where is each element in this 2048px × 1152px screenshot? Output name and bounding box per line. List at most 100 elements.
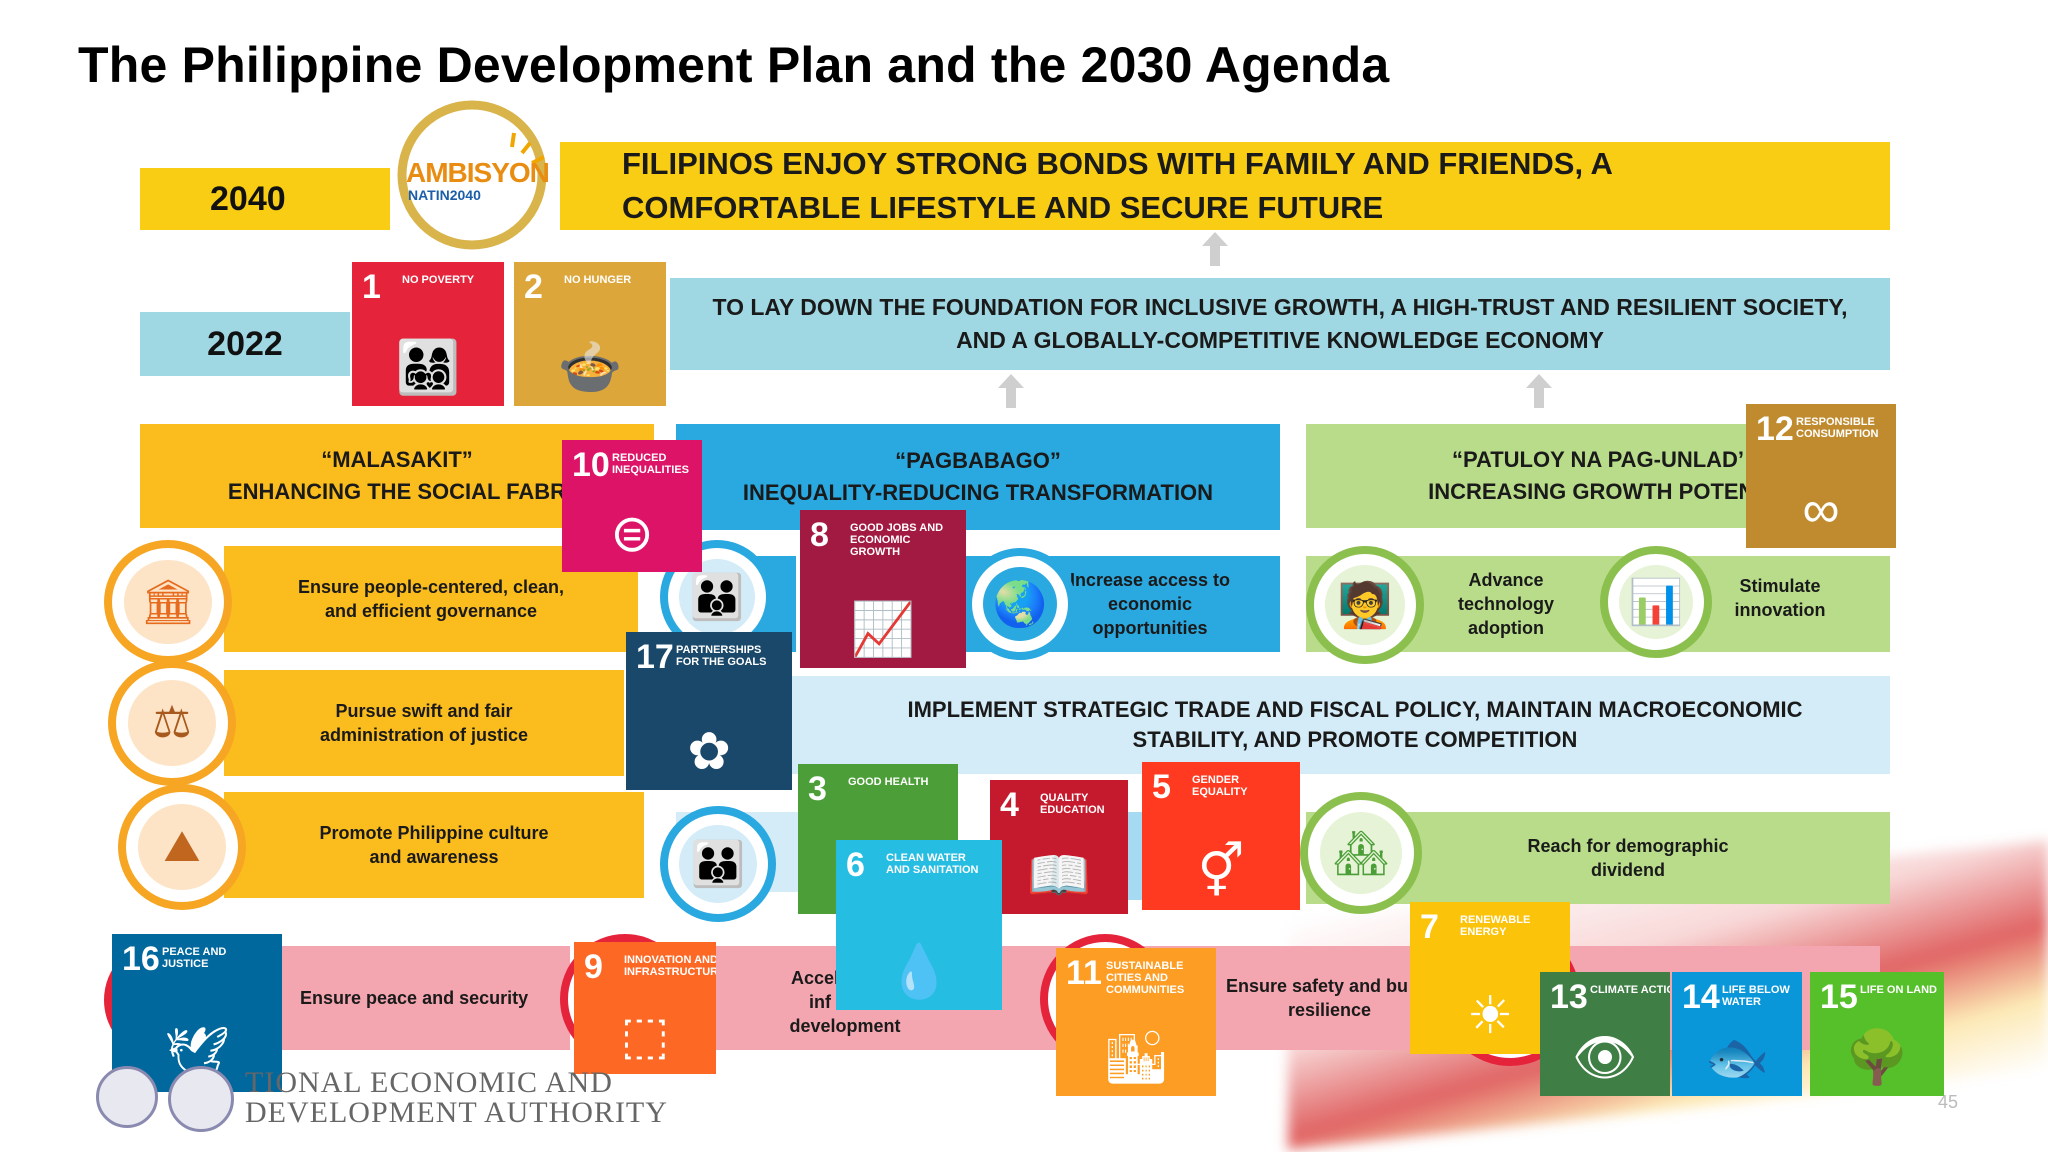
strategy-technology-text: Advance technology adoption: [1457, 570, 1554, 638]
sdg-tile: 14 LIFE BELOW WATER 🐟: [1672, 972, 1802, 1096]
pillar-pagbabago-subtitle: INEQUALITY-REDUCING TRANSFORMATION: [742, 480, 1214, 505]
sdg-name: SUSTAINABLE CITIES AND COMMUNITIES: [1106, 960, 1185, 996]
sdg-tile: 4 QUALITY EDUCATION 📖: [990, 780, 1128, 914]
sdg-name: RENEWABLE ENERGY: [1460, 914, 1531, 938]
sdg-tile: 12 RESPONSIBLE CONSUMPTION ∞: [1746, 404, 1896, 548]
presentation-icon: 📊: [1618, 564, 1694, 640]
sdg-number: 16: [122, 940, 160, 978]
up-arrow-icon: [1202, 232, 1228, 271]
equals-circle-icon: ⊜: [610, 505, 654, 563]
strategy-trade-text: IMPLEMENT STRATEGIC TRADE AND FISCAL POL…: [907, 697, 1803, 752]
sdg-number: 9: [584, 948, 603, 986]
water-glass-icon: 💧: [886, 943, 952, 1001]
sdg-name: REDUCED INEQUALITIES: [612, 452, 690, 476]
sdg-tile: 15 LIFE ON LAND 🌳: [1810, 972, 1944, 1096]
sdg-tile: 6 CLEAN WATER AND SANITATION 💧: [836, 840, 1002, 1010]
neda-name-line1: TIONAL ECONOMIC AND: [245, 1066, 613, 1099]
strategy-peace-text: Ensure peace and security: [300, 988, 529, 1008]
vision-2040-banner: FILIPINOS ENJOY STRONG BONDS WITH FAMILY…: [560, 142, 1890, 230]
strategy-culture-text: Promote Philippine culture and awareness: [319, 823, 549, 867]
ambisyon-logo-subtext: NATIN2040: [408, 187, 481, 203]
neda-seal-icon: [168, 1066, 234, 1132]
sdg-number: 17: [636, 638, 674, 676]
strategy-infra-line2: inf: [809, 992, 831, 1012]
pillar-malasakit-title: “MALASAKIT”: [321, 447, 473, 472]
growth-chart-icon: 📈: [850, 601, 916, 659]
neda-name-line2: DEVELOPMENT AUTHORITY: [245, 1096, 668, 1129]
family-group-icon: 👪: [679, 825, 757, 903]
sdg-number: 5: [1152, 768, 1171, 806]
slide-title: The Philippine Development Plan and the …: [78, 37, 1390, 93]
culture-people-icon: ⛰: [138, 804, 226, 890]
sdg-name: LIFE ON LAND: [1860, 984, 1937, 996]
sdg-number: 11: [1066, 954, 1102, 992]
sun-icon: ☀: [1466, 987, 1514, 1045]
strategy-culture: Promote Philippine culture and awareness: [224, 792, 644, 898]
tree-icon: 🌳: [1844, 1029, 1910, 1087]
sdg-name: QUALITY EDUCATION: [1040, 792, 1105, 816]
sdg-tile: 2 NO HUNGER 🍲: [514, 262, 666, 406]
year-2040-bar: 2040: [140, 168, 390, 230]
justice-circle: ⚖: [108, 660, 236, 786]
sdg-name: NO POVERTY: [402, 274, 475, 286]
sdg-number: 4: [1000, 786, 1019, 824]
sdg-name: PARTNERSHIPS FOR THE GOALS: [676, 644, 767, 668]
sdg-number: 12: [1756, 410, 1794, 448]
sdg-name: LIFE BELOW WATER: [1722, 984, 1790, 1008]
goal-2022-banner: TO LAY DOWN THE FOUNDATION FOR INCLUSIVE…: [670, 278, 1890, 370]
sdg-name: NO HUNGER: [564, 274, 632, 286]
culture-circle: ⛰: [118, 784, 246, 910]
book-icon: 📖: [1026, 847, 1092, 905]
eye-globe-icon: 👁: [1571, 1029, 1638, 1087]
neda-name: TIONAL ECONOMIC AND DEVELOPMENT AUTHORIT…: [245, 1068, 668, 1128]
flower-rings-icon: ✿: [687, 723, 731, 781]
innovation-circle: 📊: [1600, 546, 1712, 658]
year-2040-label: 2040: [210, 179, 286, 218]
government-building-icon: 🏛: [124, 559, 212, 645]
sdg-number: 1: [362, 268, 381, 306]
sdg-name: INNOVATION AND INFRASTRUCTURE: [624, 954, 716, 978]
sdg-number: 14: [1682, 978, 1720, 1016]
pillar-malasakit-subtitle: ENHANCING THE SOCIAL FABR: [227, 479, 567, 504]
strategy-economic-access-text: Increase access to economic opportunitie…: [1069, 570, 1231, 638]
globe-circle: 🌏: [964, 548, 1076, 660]
sdg-tile: 10 REDUCED INEQUALITIES ⊜: [562, 440, 702, 572]
gender-icon: ⚥: [1197, 843, 1245, 901]
bowl-icon: 🍲: [557, 339, 623, 397]
page-number: 45: [1937, 1092, 1958, 1112]
year-2022-label: 2022: [207, 324, 283, 363]
sdg-name: PEACE AND JUSTICE: [162, 946, 227, 970]
sdg-number: 8: [810, 516, 829, 554]
governance-circle: 🏛: [104, 540, 232, 664]
sdg-number: 3: [808, 770, 827, 808]
philippine-seal-icon: [96, 1066, 158, 1128]
vision-2040-text: FILIPINOS ENJOY STRONG BONDS WITH FAMILY…: [622, 146, 1612, 225]
ambisyon-ring-icon: [397, 100, 547, 250]
globe-icon: 🌏: [982, 566, 1058, 642]
ambisyon-logo: AMBISYON NATIN2040: [372, 95, 568, 251]
sdg-number: 6: [846, 846, 865, 884]
sdg-name: RESPONSIBLE CONSUMPTION: [1796, 416, 1879, 440]
sdg-name: CLEAN WATER AND SANITATION: [886, 852, 979, 876]
fish-icon: 🐟: [1704, 1029, 1770, 1087]
strategy-safety-line1: Ensure safety and bu: [1226, 976, 1409, 996]
strategy-infra-line1: Accele: [790, 968, 850, 988]
strategy-safety-line2: resilience: [1288, 1000, 1372, 1020]
sdg-name: GENDER EQUALITY: [1192, 774, 1248, 798]
pillar-pagbabago-title: “PAGBABAGO”: [895, 448, 1061, 473]
sdg-name: GOOD HEALTH: [848, 776, 929, 788]
sdg-tile: 9 INNOVATION AND INFRASTRUCTURE ⬚: [574, 942, 716, 1074]
people-family-icon: 👨‍👩‍👧‍👦: [395, 339, 461, 397]
sdg-number: 2: [524, 268, 543, 306]
sdg-number: 13: [1550, 978, 1588, 1016]
up-arrow-icon: [1526, 374, 1552, 413]
pillar-patuloy-subtitle: INCREASING GROWTH POTENT: [1428, 479, 1768, 504]
goal-2022-text: TO LAY DOWN THE FOUNDATION FOR INCLUSIVE…: [712, 294, 1848, 353]
demographic-circle: 🏘: [1300, 792, 1422, 914]
sdg-tile: 1 NO POVERTY 👨‍👩‍👧‍👦: [352, 262, 504, 406]
pillar-patuloy-title: “PATULOY NA PAG-UNLAD’: [1451, 447, 1745, 472]
technology-circle: 🧑‍🏫: [1306, 546, 1424, 664]
sdg-number: 15: [1820, 978, 1858, 1016]
pillar-pagbabago: “PAGBABAGO” INEQUALITY-REDUCING TRANSFOR…: [676, 424, 1280, 530]
pagbabago-circle-2: 👪: [660, 806, 776, 922]
